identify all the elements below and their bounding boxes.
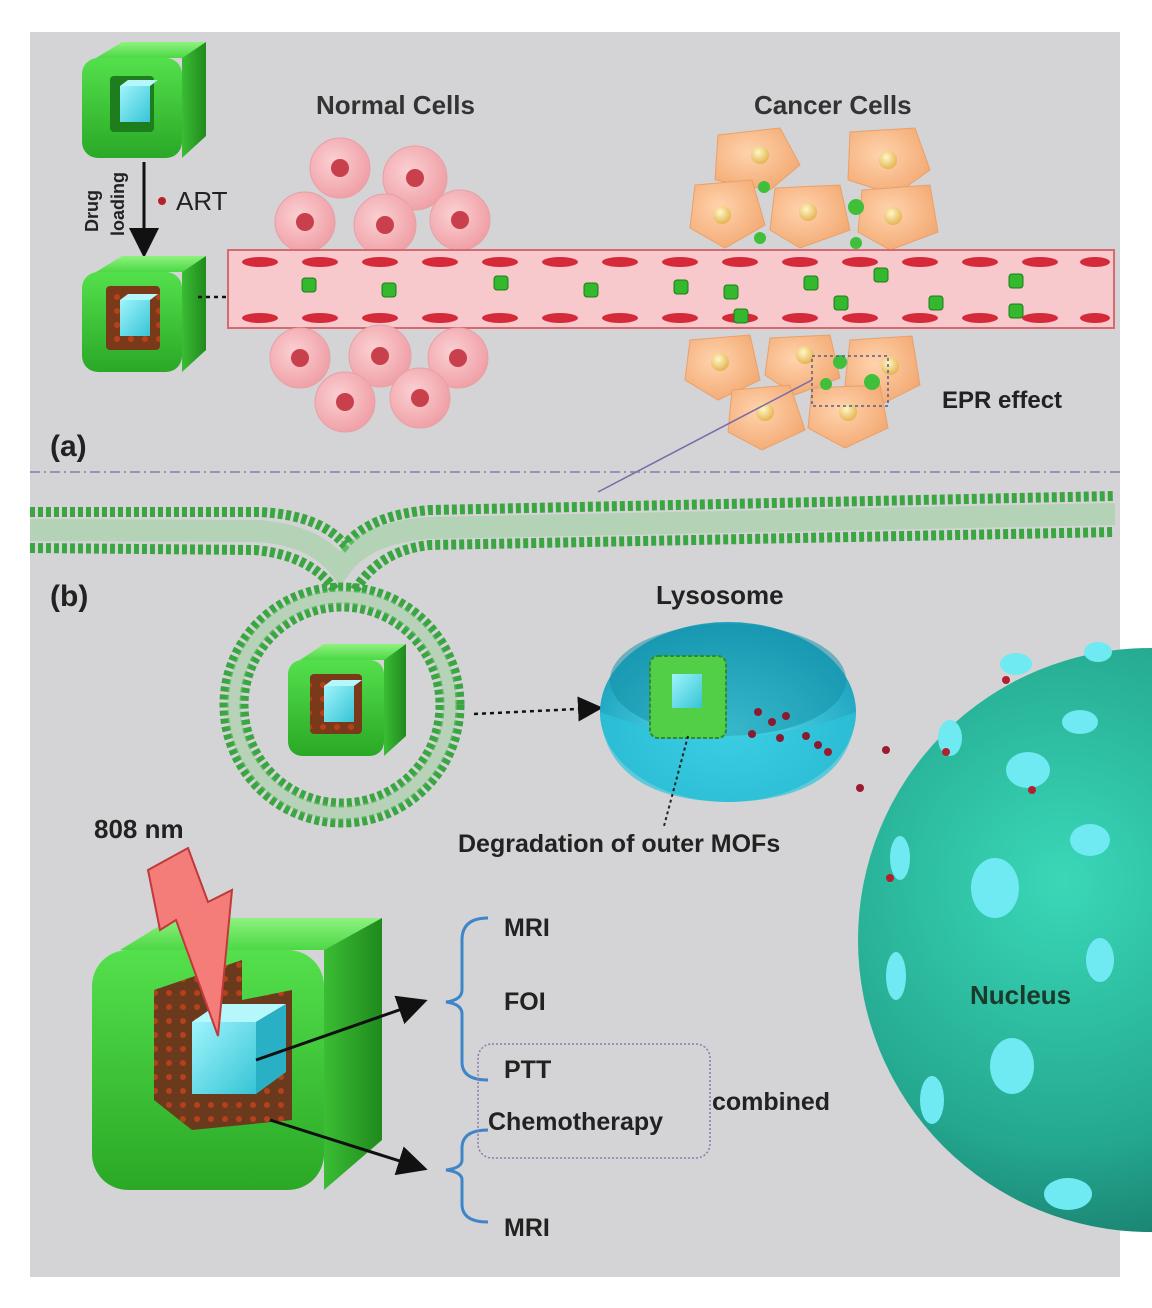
function-foi: FOI — [504, 988, 546, 1016]
cancer-cell — [857, 184, 939, 251]
red-blood-cells-top — [242, 257, 1110, 267]
combined-label: combined — [712, 1088, 830, 1116]
cancer-cells-title: Cancer Cells — [754, 90, 912, 120]
epr-zoom-box — [811, 355, 889, 407]
panel-b: (b) Lysosome — [29, 491, 1152, 1242]
escaping-drug-dots — [824, 746, 890, 792]
normal-cell — [382, 145, 448, 211]
epr-zoom-line — [597, 379, 813, 493]
cancer-cell — [727, 384, 806, 451]
cyan-core — [192, 1022, 256, 1094]
released-drug-dots — [748, 708, 822, 749]
function-mri-lower: MRI — [504, 1214, 550, 1242]
nanoparticle — [833, 355, 847, 369]
normal-cell — [348, 324, 412, 388]
loaded-cube — [82, 256, 206, 372]
art-drug-dot — [158, 197, 166, 205]
blood-vessel — [227, 249, 1115, 329]
endosome-vesicle — [219, 582, 465, 828]
cancer-cell — [764, 334, 841, 396]
cell-membrane — [29, 491, 1116, 594]
internalized-cube — [288, 644, 406, 756]
nanoparticle — [864, 374, 880, 390]
cancer-cell — [807, 384, 889, 449]
normal-cell — [389, 367, 451, 429]
normal-cell — [309, 137, 371, 199]
function-chemotherapy: Chemotherapy — [488, 1108, 663, 1136]
nucleus: Nucleus — [858, 642, 1152, 1232]
normal-cell — [314, 371, 376, 433]
empty-shell-cube — [82, 42, 206, 158]
cancer-cell — [769, 184, 851, 249]
panel-b-label: (b) — [50, 580, 88, 613]
drug-loading-label-line1: Drug — [82, 190, 102, 232]
lysosome-title: Lysosome — [656, 580, 784, 610]
nanoparticle — [754, 232, 766, 244]
drugs-in-pores — [886, 676, 1036, 882]
nanoparticle — [758, 181, 770, 193]
drug-loading-label-line2: loading — [108, 172, 128, 236]
nucleus-label: Nucleus — [970, 980, 1071, 1010]
laser-label: 808 nm — [94, 814, 184, 844]
normal-cell — [353, 193, 417, 257]
theranostic-cube — [92, 918, 382, 1190]
function-ptt: PTT — [504, 1056, 551, 1084]
lower-brace — [445, 1128, 489, 1224]
cancer-cell — [714, 127, 801, 191]
normal-cell — [274, 191, 336, 253]
cancer-cell — [847, 127, 931, 196]
nanoparticle — [820, 378, 832, 390]
nanoparticle — [850, 237, 862, 249]
core-function-arrow — [255, 995, 428, 1062]
panel-a-label: (a) — [50, 430, 87, 463]
epr-effect-label: EPR effect — [942, 387, 1062, 414]
degradation-label: Degradation of outer MOFs — [458, 830, 780, 858]
normal-cell — [427, 327, 489, 389]
cancer-cells-upper — [689, 127, 939, 251]
nuclear-pores — [886, 642, 1114, 1210]
cancer-cell — [689, 179, 766, 249]
normal-cells-upper — [274, 137, 491, 257]
function-mri-upper: MRI — [504, 914, 550, 942]
normal-cell — [269, 327, 331, 389]
normal-cell — [429, 189, 491, 251]
nanoparticle — [848, 199, 864, 215]
degrading-cube — [649, 655, 727, 739]
upper-brace — [445, 916, 489, 1082]
combined-therapy-box — [477, 1043, 711, 1159]
red-blood-cells-bottom — [242, 313, 1110, 323]
normal-cells-lower — [269, 324, 489, 433]
circulating-nanoparticles — [301, 267, 1024, 324]
panel-a: Drug loading ART Normal Cells Cancer Cel… — [50, 42, 1115, 493]
cancer-cells-lower — [684, 334, 921, 451]
normal-cells-title: Normal Cells — [316, 90, 475, 120]
laser-bolt-icon — [146, 846, 234, 1037]
shell-function-arrow — [269, 1118, 428, 1176]
art-label: ART — [176, 186, 228, 216]
lysosome — [600, 622, 856, 802]
